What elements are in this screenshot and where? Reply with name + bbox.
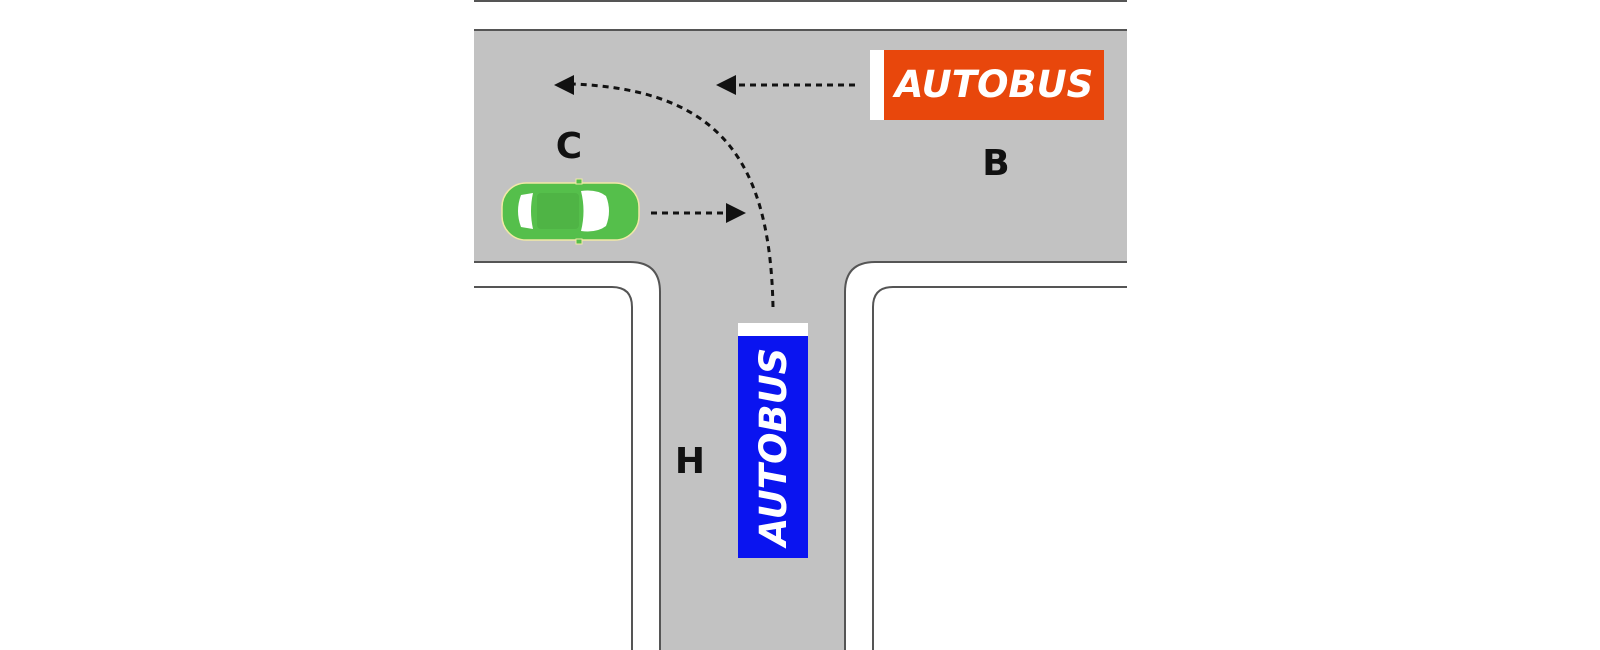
bus-orange-label: AUTOBUS xyxy=(892,63,1094,106)
bus-orange: AUTOBUS xyxy=(870,50,1104,120)
arrowhead-car xyxy=(726,203,746,223)
path-bus-turn-left xyxy=(572,82,775,308)
road-edge-left xyxy=(474,261,661,650)
car-mirror-bottom xyxy=(575,238,583,245)
zone-label-b: B xyxy=(982,143,1009,184)
road-edge-right xyxy=(844,261,1127,650)
car-front-window xyxy=(581,190,609,232)
bus-blue-body xyxy=(738,336,808,558)
car-green xyxy=(501,178,640,245)
car-mirror-top xyxy=(575,178,583,185)
kerb-line-right xyxy=(872,286,1127,650)
bus-blue-label: AUTOBUS xyxy=(752,348,795,550)
car-roof xyxy=(537,193,579,229)
bus-blue: AUTOBUS xyxy=(738,323,808,558)
kerb-line-left xyxy=(474,286,633,650)
kerb-right xyxy=(849,266,1127,650)
zone-label-h: H xyxy=(675,441,705,482)
bus-orange-front xyxy=(870,50,884,120)
bus-blue-front xyxy=(738,323,808,336)
bus-orange-body xyxy=(884,50,1104,120)
kerb-left xyxy=(474,266,656,650)
arrowhead-bus-straight xyxy=(716,75,736,95)
car-rear-window xyxy=(518,193,533,229)
arrowhead-left-turn xyxy=(554,75,574,95)
zone-label-c: C xyxy=(556,126,582,167)
